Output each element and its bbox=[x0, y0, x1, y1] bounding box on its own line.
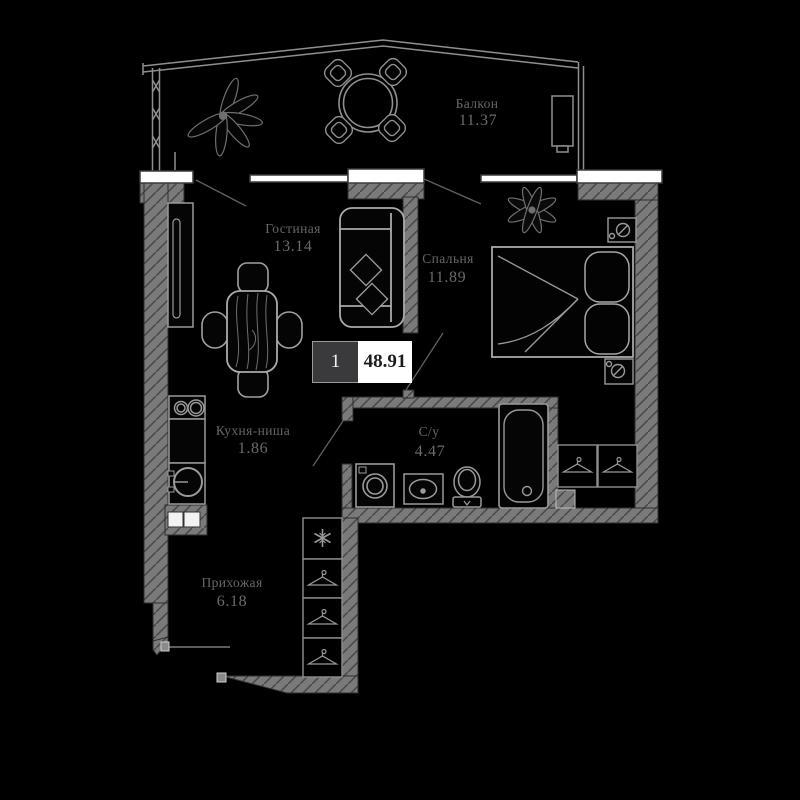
rooms-count: 1 bbox=[312, 341, 358, 383]
room-label-living: Гостиная bbox=[265, 221, 321, 236]
shoe-cabinet bbox=[167, 511, 201, 528]
closet bbox=[557, 444, 638, 488]
room-label-bedroom: Спальня bbox=[422, 251, 474, 266]
sofa bbox=[339, 207, 405, 328]
total-area-value: 48.91 bbox=[358, 341, 412, 383]
total-area-badge: 1 48.91 bbox=[312, 341, 412, 383]
hanger-icon bbox=[306, 569, 339, 665]
pillow bbox=[584, 251, 630, 303]
toilet bbox=[452, 466, 482, 508]
room-area-bathroom: 4.47 bbox=[414, 443, 446, 460]
hanger-icon bbox=[561, 456, 634, 473]
dining-table bbox=[226, 290, 278, 373]
kitchen-counter bbox=[167, 395, 206, 505]
room-label-kitchen: Кухня-ниша bbox=[215, 423, 291, 438]
wood-grain bbox=[235, 292, 269, 371]
snowflake-icon bbox=[314, 529, 331, 547]
balcony-table bbox=[338, 73, 398, 133]
room-label-balcony: Балкон bbox=[455, 96, 499, 111]
room-area-hall: 6.18 bbox=[216, 593, 248, 610]
pillow bbox=[584, 303, 630, 355]
plant-icon bbox=[507, 186, 557, 234]
walls bbox=[139, 182, 659, 694]
room-area-bedroom: 11.89 bbox=[427, 269, 467, 286]
room-area-kitchen: 1.86 bbox=[237, 440, 269, 457]
nightstand bbox=[607, 217, 637, 243]
bathroom-sink bbox=[403, 473, 444, 505]
bed bbox=[491, 246, 634, 358]
bathtub bbox=[498, 403, 549, 509]
room-area-living: 13.14 bbox=[273, 238, 313, 255]
room-area-balcony: 11.37 bbox=[458, 112, 498, 129]
hall-wardrobe bbox=[302, 517, 343, 678]
entrance-door-hinges bbox=[160, 641, 227, 683]
bedroom-door-swing bbox=[405, 332, 444, 391]
balcony-door-swing bbox=[195, 179, 247, 207]
plant-icon bbox=[187, 77, 264, 157]
balcony-railing bbox=[142, 39, 585, 171]
ac-unit bbox=[551, 95, 574, 153]
blanket-fold bbox=[497, 255, 579, 353]
wardrobe-cabinet bbox=[167, 202, 194, 328]
balcony-chairs bbox=[323, 57, 408, 145]
nightstand bbox=[604, 358, 634, 385]
room-label-bathroom: С/у bbox=[418, 424, 440, 439]
window bbox=[576, 169, 663, 184]
window bbox=[139, 170, 194, 184]
french-window bbox=[480, 174, 578, 183]
balcony-door-swing bbox=[423, 178, 482, 205]
door-swings bbox=[168, 178, 482, 648]
room-label-hall: Прихожая bbox=[201, 575, 263, 590]
windows bbox=[139, 168, 663, 184]
window bbox=[347, 168, 425, 184]
washing-machine bbox=[355, 463, 395, 508]
french-window bbox=[249, 174, 349, 183]
bathroom-door-swing bbox=[312, 420, 344, 467]
